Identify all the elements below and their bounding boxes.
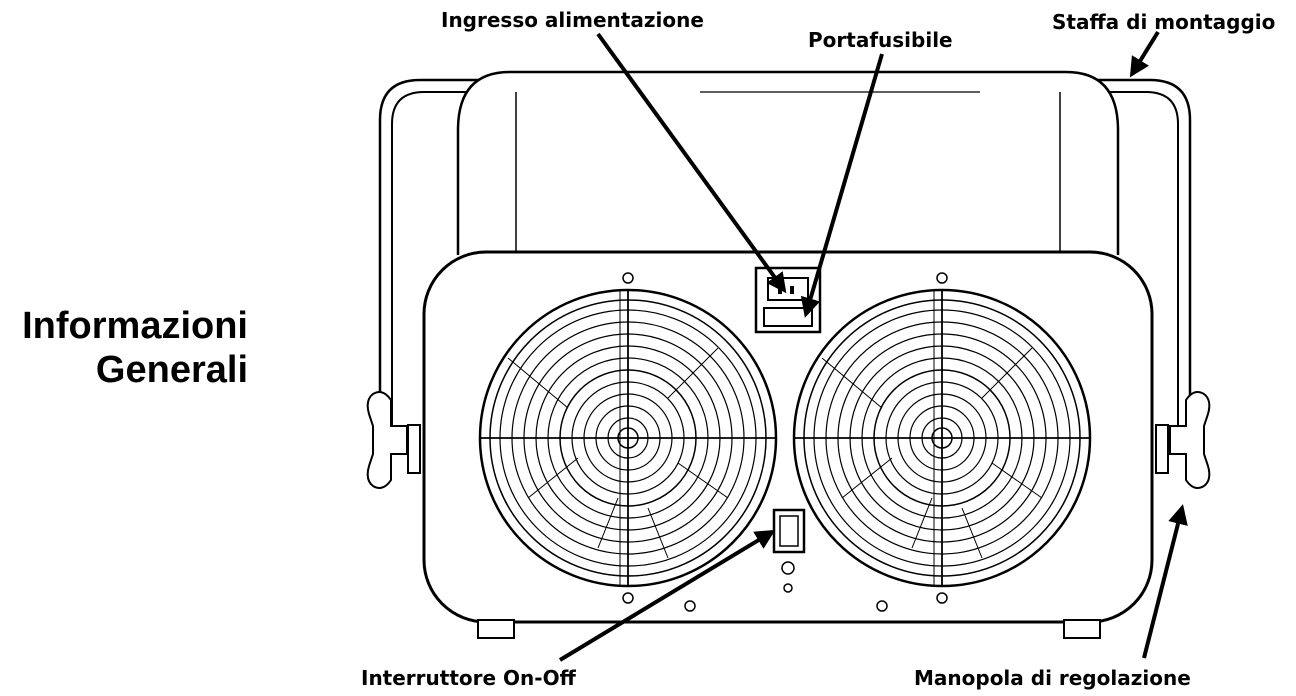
adjustment-knob-arrow <box>1142 504 1188 659</box>
power-inlet-arrow <box>596 32 787 294</box>
power-switch <box>772 508 806 554</box>
power-inlet-label: Ingresso alimentazione <box>441 8 704 32</box>
right-adjustment-knob <box>1169 391 1211 489</box>
fuse-holder-arrow <box>800 53 884 318</box>
mounting-bracket-label: Staffa di montaggio <box>1052 10 1276 34</box>
mounting-bracket-arrow <box>1129 30 1160 78</box>
fuse-holder-label: Portafusibile <box>808 28 953 52</box>
bracket-side-blocks <box>407 424 1169 474</box>
power-switch-label: Interruttore On-Off <box>361 666 576 690</box>
fixture-top-housing <box>456 70 1120 255</box>
section-heading-line-1: Informazioni <box>22 305 248 347</box>
callout-arrows <box>558 30 1188 662</box>
power-switch-arrow <box>558 529 776 662</box>
adjustment-knob-label: Manopola di regolazione <box>914 666 1191 690</box>
section-heading: Informazioni Generali <box>22 304 248 392</box>
left-adjustment-knob <box>366 391 408 489</box>
ground-screws <box>684 561 888 612</box>
section-heading-line-2: Generali <box>95 349 248 391</box>
